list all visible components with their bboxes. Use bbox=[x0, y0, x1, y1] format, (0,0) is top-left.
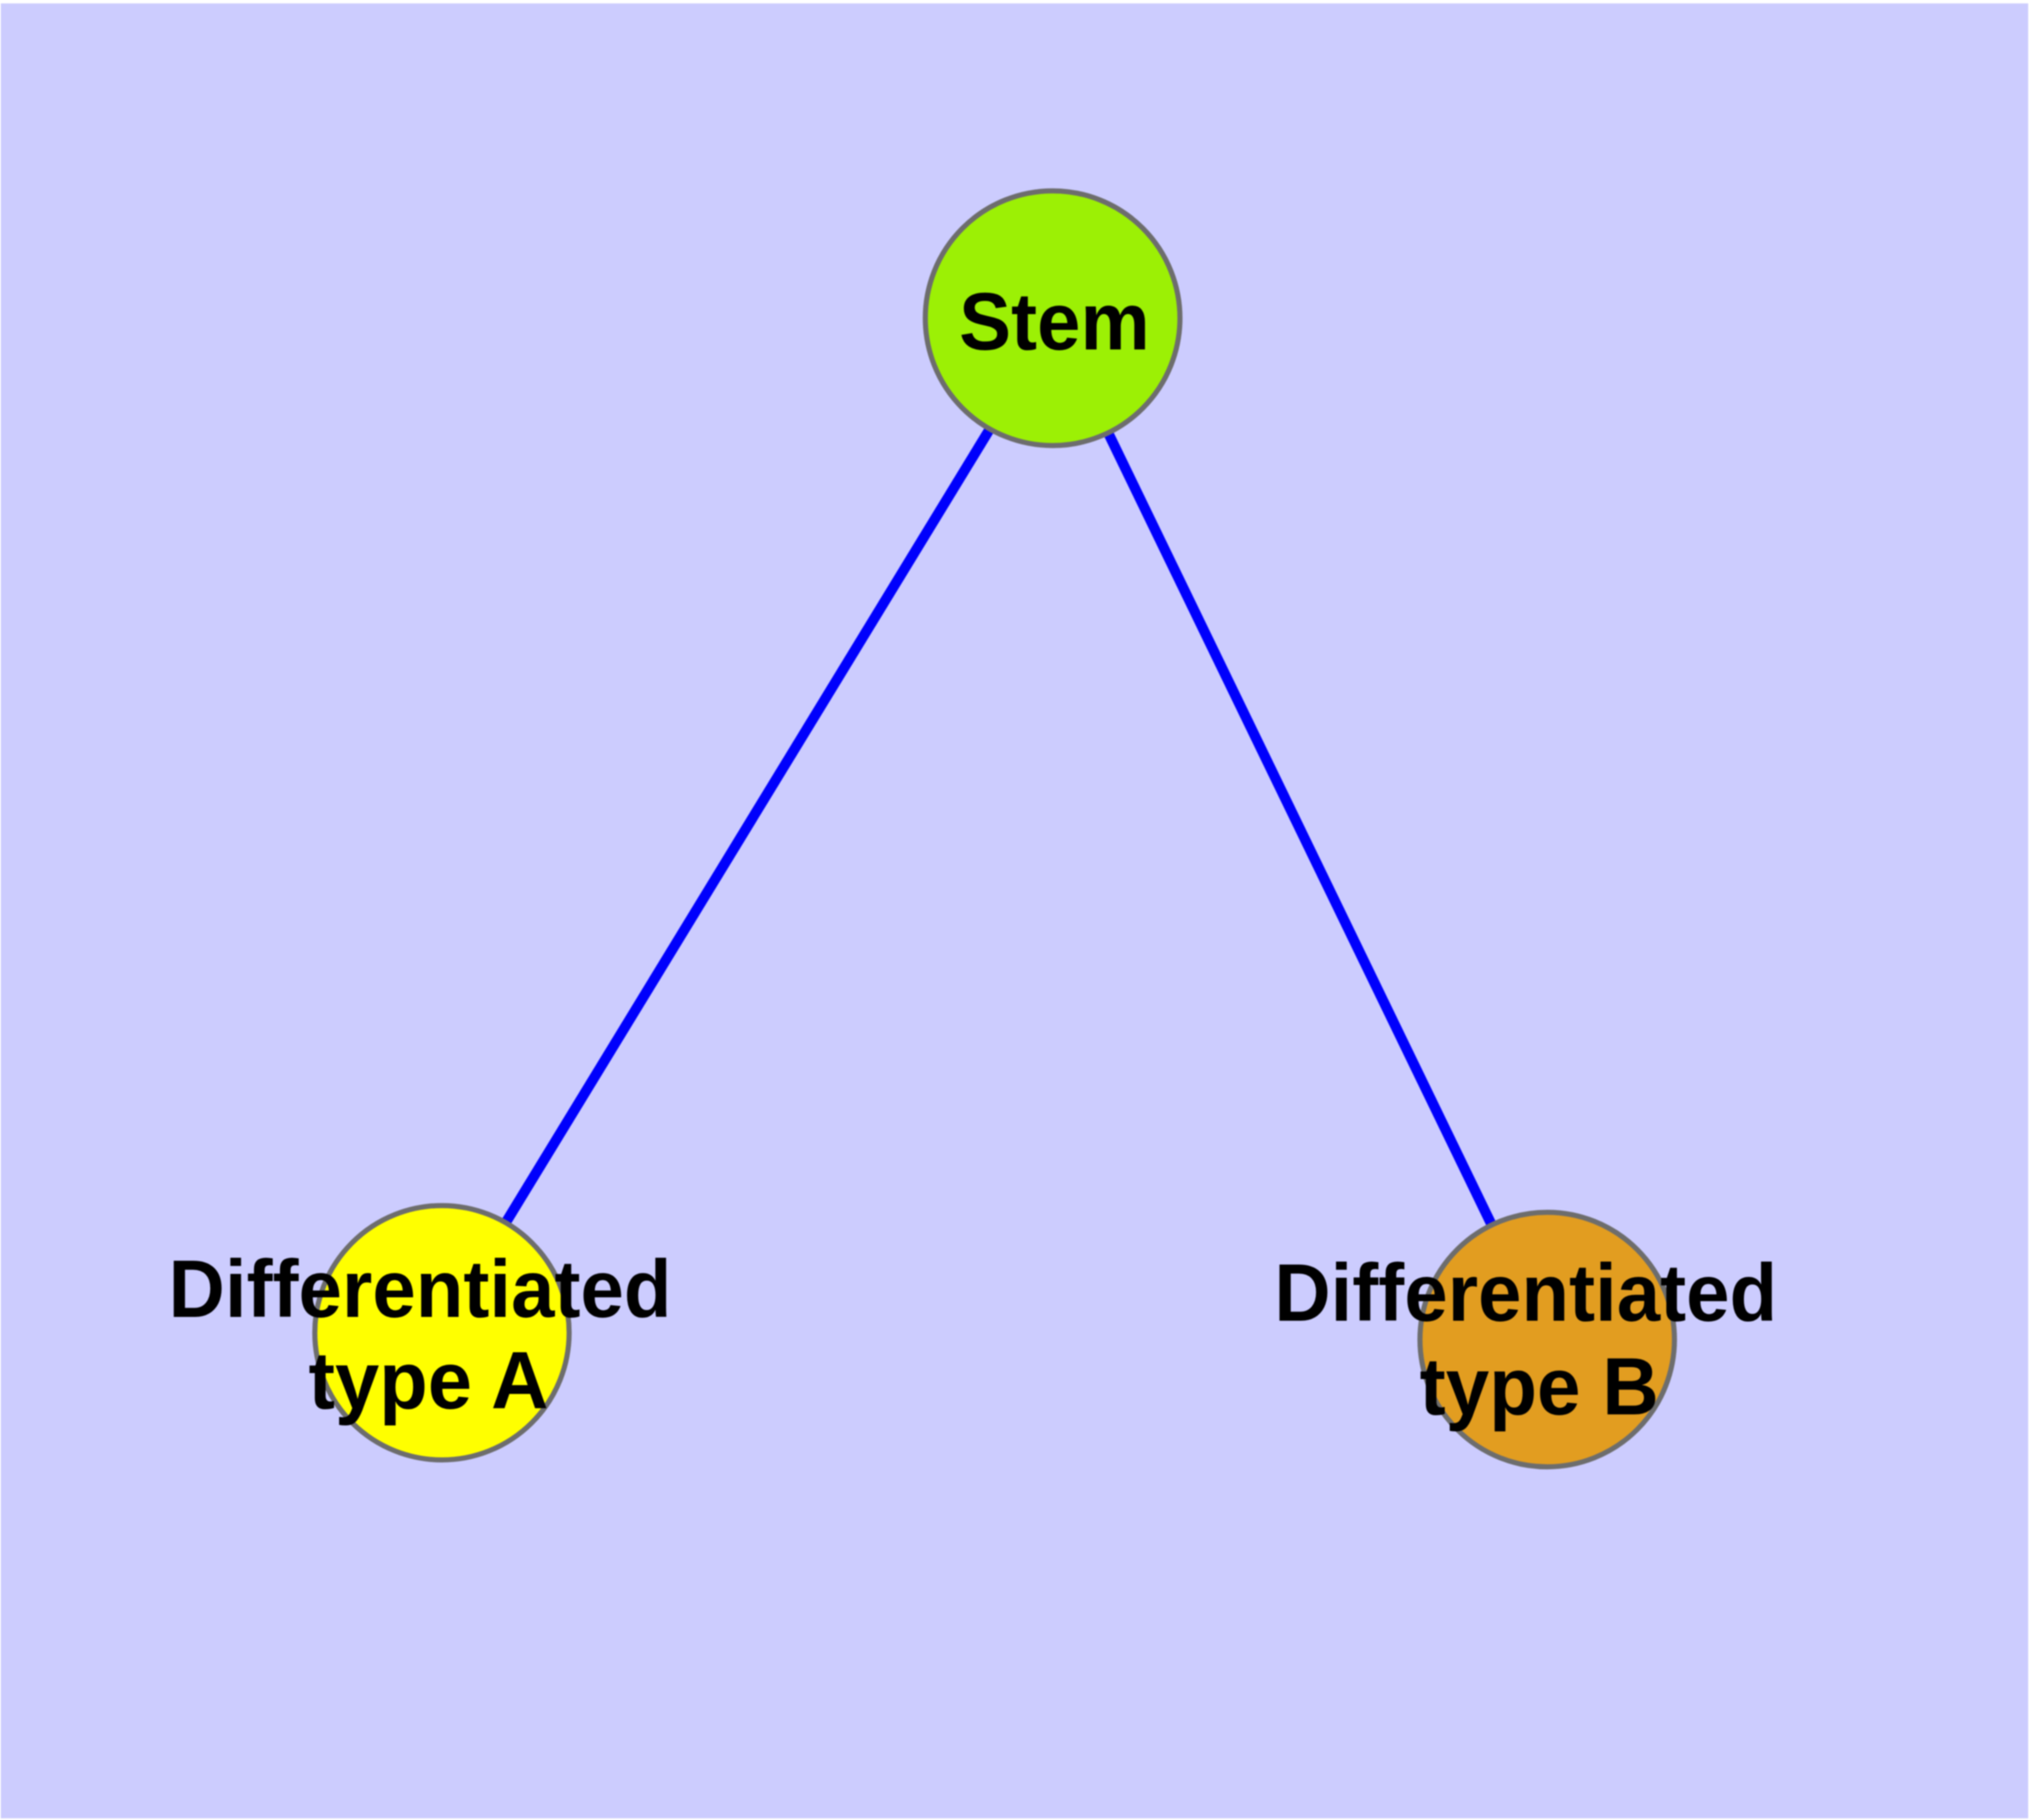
svg-text:type A: type A bbox=[309, 1335, 549, 1426]
svg-text:Differentiated: Differentiated bbox=[169, 1244, 672, 1335]
svg-text:type B: type B bbox=[1420, 1342, 1659, 1433]
svg-text:Stem: Stem bbox=[959, 277, 1150, 368]
svg-text:Differentiated: Differentiated bbox=[1274, 1247, 1777, 1338]
